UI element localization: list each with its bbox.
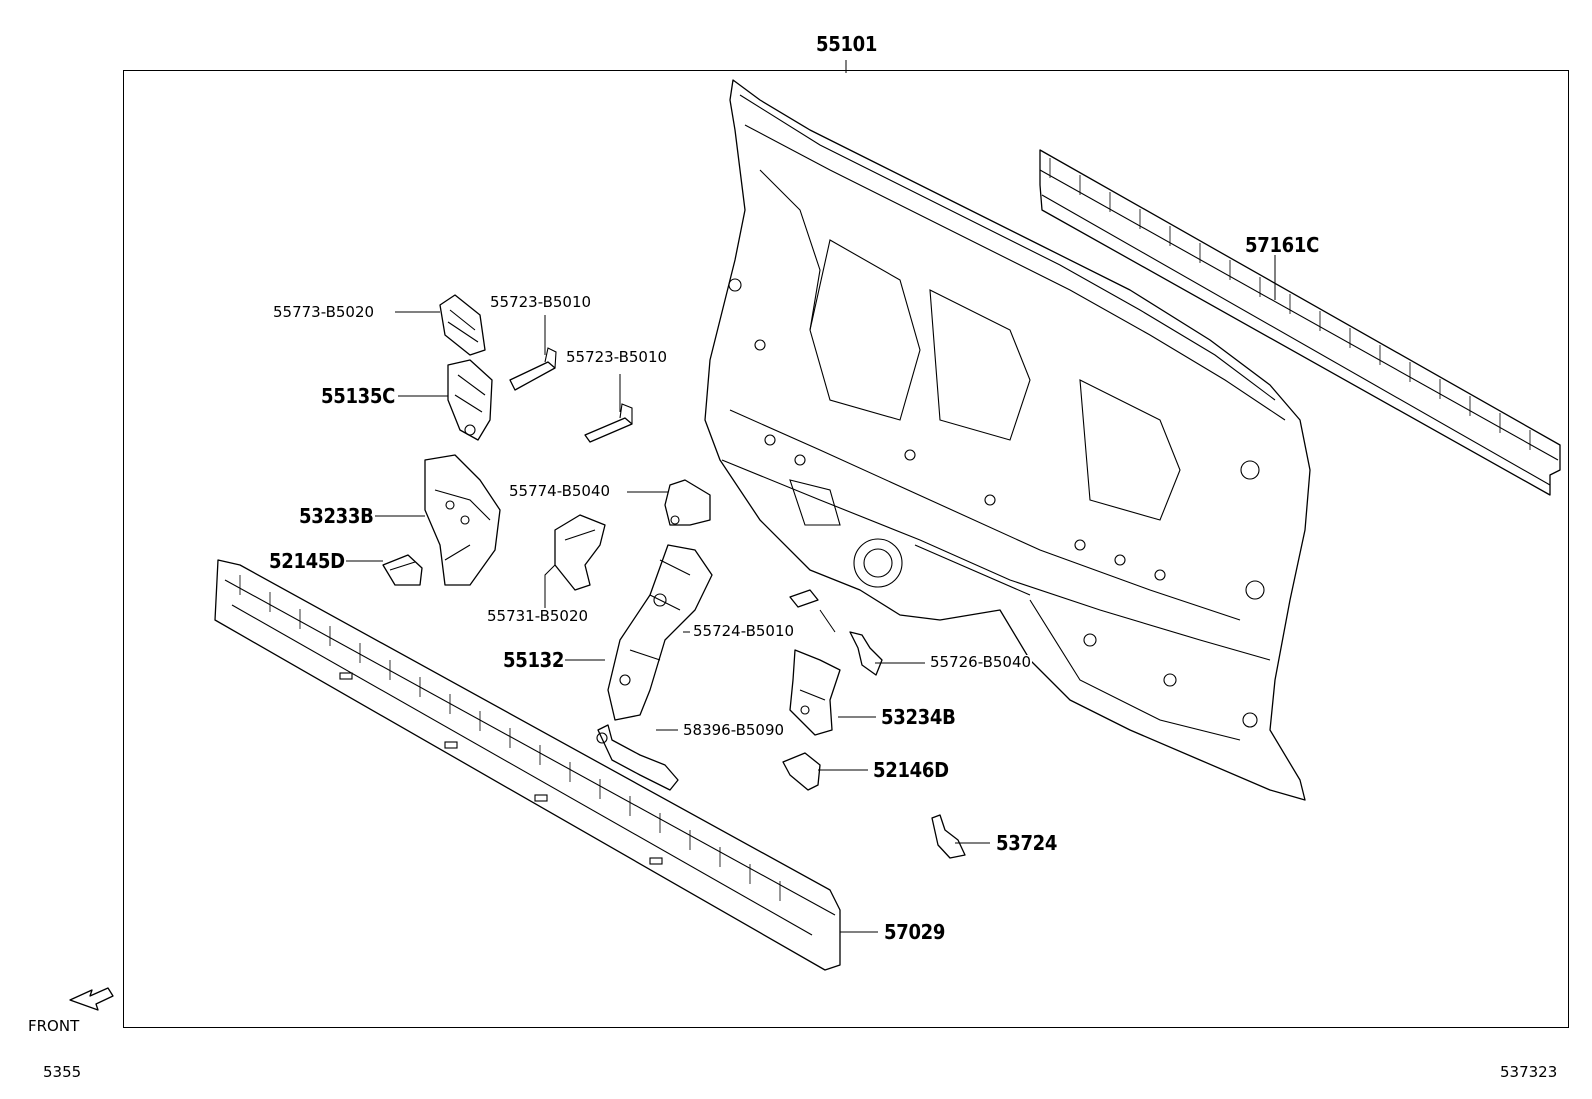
label-52145d: 52145D (268, 549, 346, 573)
reinforcement-57161c (1039, 149, 1561, 496)
bracket-55135c (447, 359, 493, 441)
back-panel-55101 (704, 79, 1311, 801)
page-code: 5355 (43, 1063, 82, 1081)
bracket-55723b (584, 403, 633, 443)
label-55726-b5040: 55726-B5040 (929, 653, 1033, 671)
bracket-55723a (509, 347, 557, 391)
bracket-52145d (382, 554, 423, 586)
diagram-code: 537323 (1500, 1063, 1558, 1081)
front-label: FRONT (28, 1017, 80, 1035)
label-58396-b5090: 58396-B5090 (682, 721, 786, 739)
bracket-52146d (782, 752, 821, 791)
bracket-55773 (439, 294, 486, 356)
label-57161c: 57161C (1244, 233, 1321, 257)
label-55135c: 55135C (320, 384, 397, 408)
label-53233b: 53233B (298, 504, 375, 528)
front-arrow-icon (69, 987, 114, 1011)
bracket-55726 (849, 631, 883, 676)
bracket-55774 (664, 479, 711, 526)
label-52146d: 52146D (872, 758, 950, 782)
leader-lines (343, 60, 1276, 933)
label-55723-b5010-b: 55723-B5010 (565, 348, 669, 366)
label-53724: 53724 (995, 831, 1059, 855)
label-55773-b5020: 55773-B5020 (272, 303, 376, 321)
label-57029: 57029 (883, 920, 947, 944)
label-55724-b5010: 55724-B5010 (692, 622, 796, 640)
bracket-53724 (931, 814, 966, 859)
bracket-53234b (789, 649, 841, 736)
clip-58396 (596, 724, 679, 791)
reinforcement-57029 (214, 559, 841, 971)
label-55101: 55101 (815, 32, 879, 56)
label-55774-b5040: 55774-B5040 (508, 482, 612, 500)
bracket-53233b (424, 454, 501, 586)
label-53234b: 53234B (880, 705, 957, 729)
label-55723-b5010-a: 55723-B5010 (489, 293, 593, 311)
bracket-55724 (789, 589, 819, 608)
member-55132 (607, 544, 713, 721)
label-55731-b5020: 55731-B5020 (486, 607, 590, 625)
label-55132: 55132 (502, 648, 566, 672)
bracket-55731 (554, 514, 606, 591)
